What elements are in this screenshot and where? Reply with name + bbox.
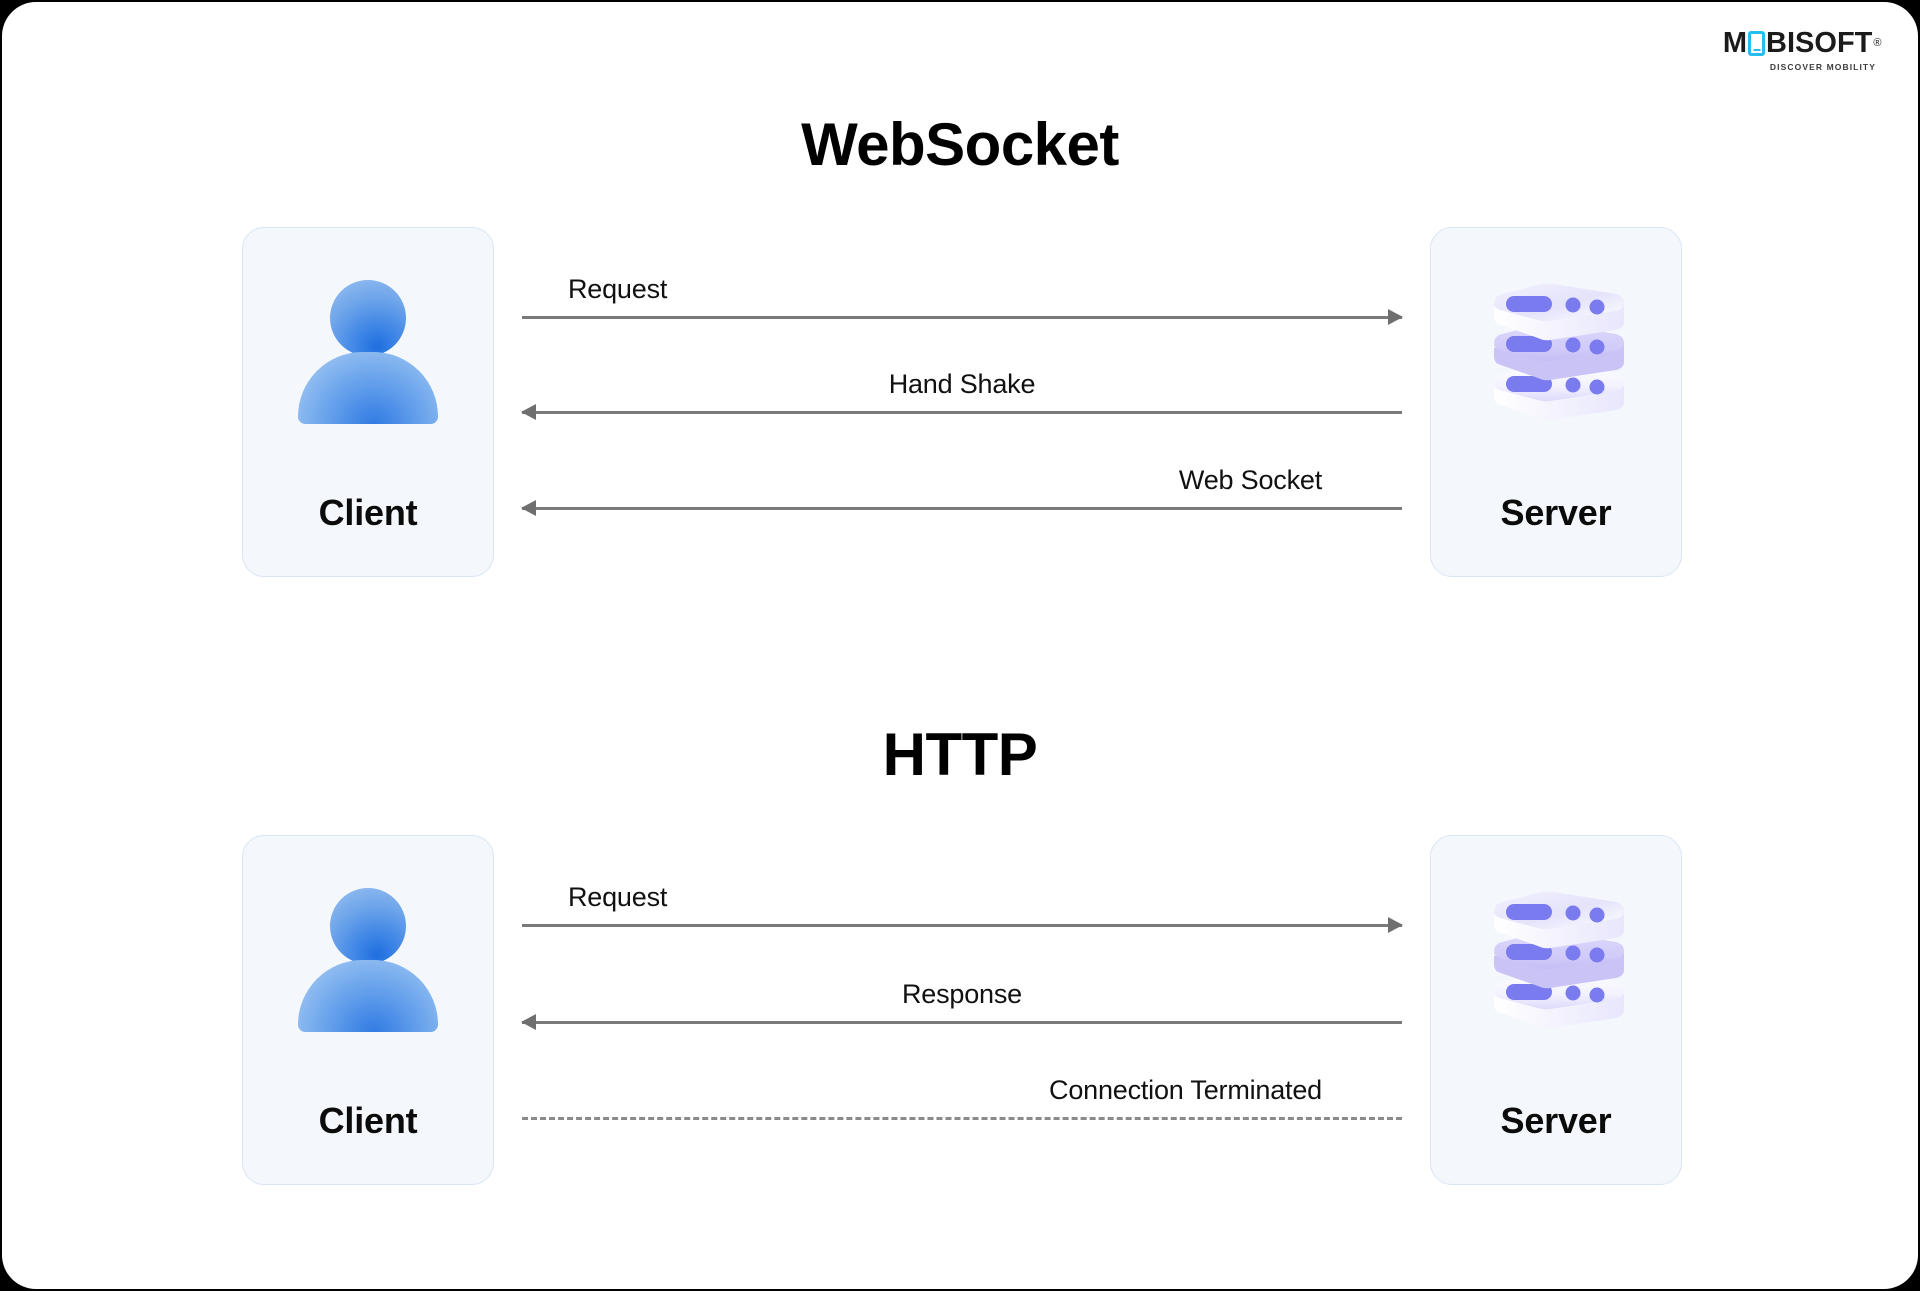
logo-text-prefix: M	[1722, 26, 1748, 59]
flow-line	[522, 316, 1402, 319]
http-flow-request: Request	[522, 875, 1403, 935]
flow-line-dashed	[522, 1117, 1402, 1120]
flow-line	[522, 411, 1402, 414]
websocket-flow-handshake-label: Hand Shake	[888, 369, 1036, 399]
user-avatar-icon	[298, 280, 438, 430]
mobile-device-icon	[1748, 30, 1766, 56]
section-title-websocket: WebSocket	[801, 111, 1119, 178]
avatar-head	[330, 280, 406, 356]
http-flow-connection-terminated-label: Connection Terminated	[1049, 1075, 1322, 1105]
mobisoft-logo: M BISOFT ® DISCOVER MOBILITY	[1692, 28, 1882, 80]
flow-line	[522, 1021, 1402, 1024]
server-stack-icon	[1476, 884, 1636, 1042]
avatar-body	[298, 960, 438, 1032]
http-flow-connection-terminated: Connection Terminated	[522, 1068, 1402, 1128]
websocket-client-label: Client	[318, 492, 418, 533]
http-client-card: Client	[242, 835, 494, 1185]
avatar-body	[298, 352, 438, 424]
flow-line	[522, 507, 1402, 510]
websocket-server-label: Server	[1500, 492, 1612, 533]
registered-trademark-icon: ®	[1873, 36, 1882, 49]
server-stack-icon	[1476, 276, 1636, 434]
arrow-left-icon	[521, 1014, 536, 1030]
http-flow-response: Response	[521, 972, 1402, 1032]
arrow-left-icon	[521, 404, 536, 420]
websocket-flow-request-label: Request	[568, 274, 668, 304]
websocket-flow-request: Request	[522, 267, 1403, 327]
websocket-flow-websocket: Web Socket	[521, 458, 1402, 518]
websocket-flow-websocket-label: Web Socket	[1178, 465, 1322, 495]
avatar-head	[330, 888, 406, 964]
logo-text-suffix: BISOFT	[1766, 26, 1873, 59]
http-flow-request-label: Request	[568, 882, 668, 912]
http-server-label: Server	[1500, 1100, 1612, 1141]
arrow-left-icon	[521, 500, 536, 516]
user-avatar-icon	[298, 888, 438, 1038]
flow-line	[522, 924, 1402, 927]
logo-tagline: DISCOVER MOBILITY	[1769, 62, 1876, 72]
websocket-flow-handshake: Hand Shake	[521, 362, 1402, 422]
websocket-client-card: Client	[242, 227, 494, 577]
arrow-right-icon	[1388, 309, 1403, 325]
websocket-server-card: Server	[1430, 227, 1682, 577]
arrow-right-icon	[1388, 917, 1403, 933]
http-client-label: Client	[318, 1100, 418, 1141]
logo-wordmark: M BISOFT ®	[1692, 28, 1882, 58]
section-title-http: HTTP	[882, 721, 1038, 788]
http-server-card: Server	[1430, 835, 1682, 1185]
http-flow-response-label: Response	[902, 979, 1022, 1009]
